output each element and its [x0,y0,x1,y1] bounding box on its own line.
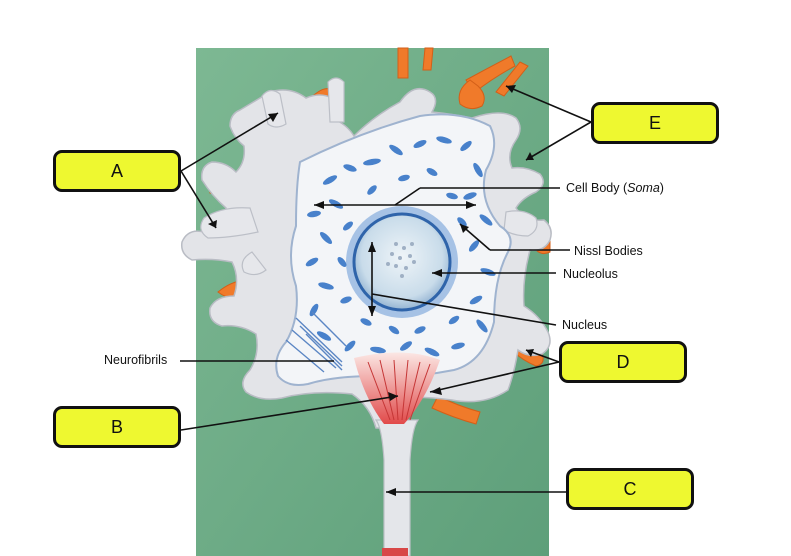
soma-text: Soma [627,181,660,195]
cell-body-close-text: ) [659,181,664,195]
axon-end-marker [382,548,408,556]
neurofibrils-label: Neurofibrils [104,353,168,367]
axon-hillock [354,352,440,424]
label-box-a: A [53,150,181,192]
cell-body-text: Cell Body ( [566,181,628,195]
nissl-bodies-label: Nissl Bodies [574,244,643,258]
label-box-e-text: E [648,112,661,133]
label-box-b-text: B [110,416,123,437]
axon [374,419,420,556]
nucleus-label: Nucleus [562,318,608,332]
dendrite-branches [200,77,538,276]
label-box-c-text: C [623,478,637,499]
nissl-bodies [305,136,496,357]
arrowheads [208,85,534,496]
cell-body-label: Cell Body (Soma) [566,181,664,195]
nucleolus-label: Nucleolus [563,267,618,281]
label-box-a-text: A [110,160,123,181]
nucleus [352,212,452,312]
hillock-fibrils [367,359,431,421]
label-box-e: E [591,102,719,144]
nucleolus [386,242,416,278]
label-box-d-text: D [616,351,630,372]
label-box-d: D [559,341,687,383]
label-box-b: B [53,406,181,448]
label-box-c: C [566,468,694,510]
pointer-lines [180,85,592,493]
